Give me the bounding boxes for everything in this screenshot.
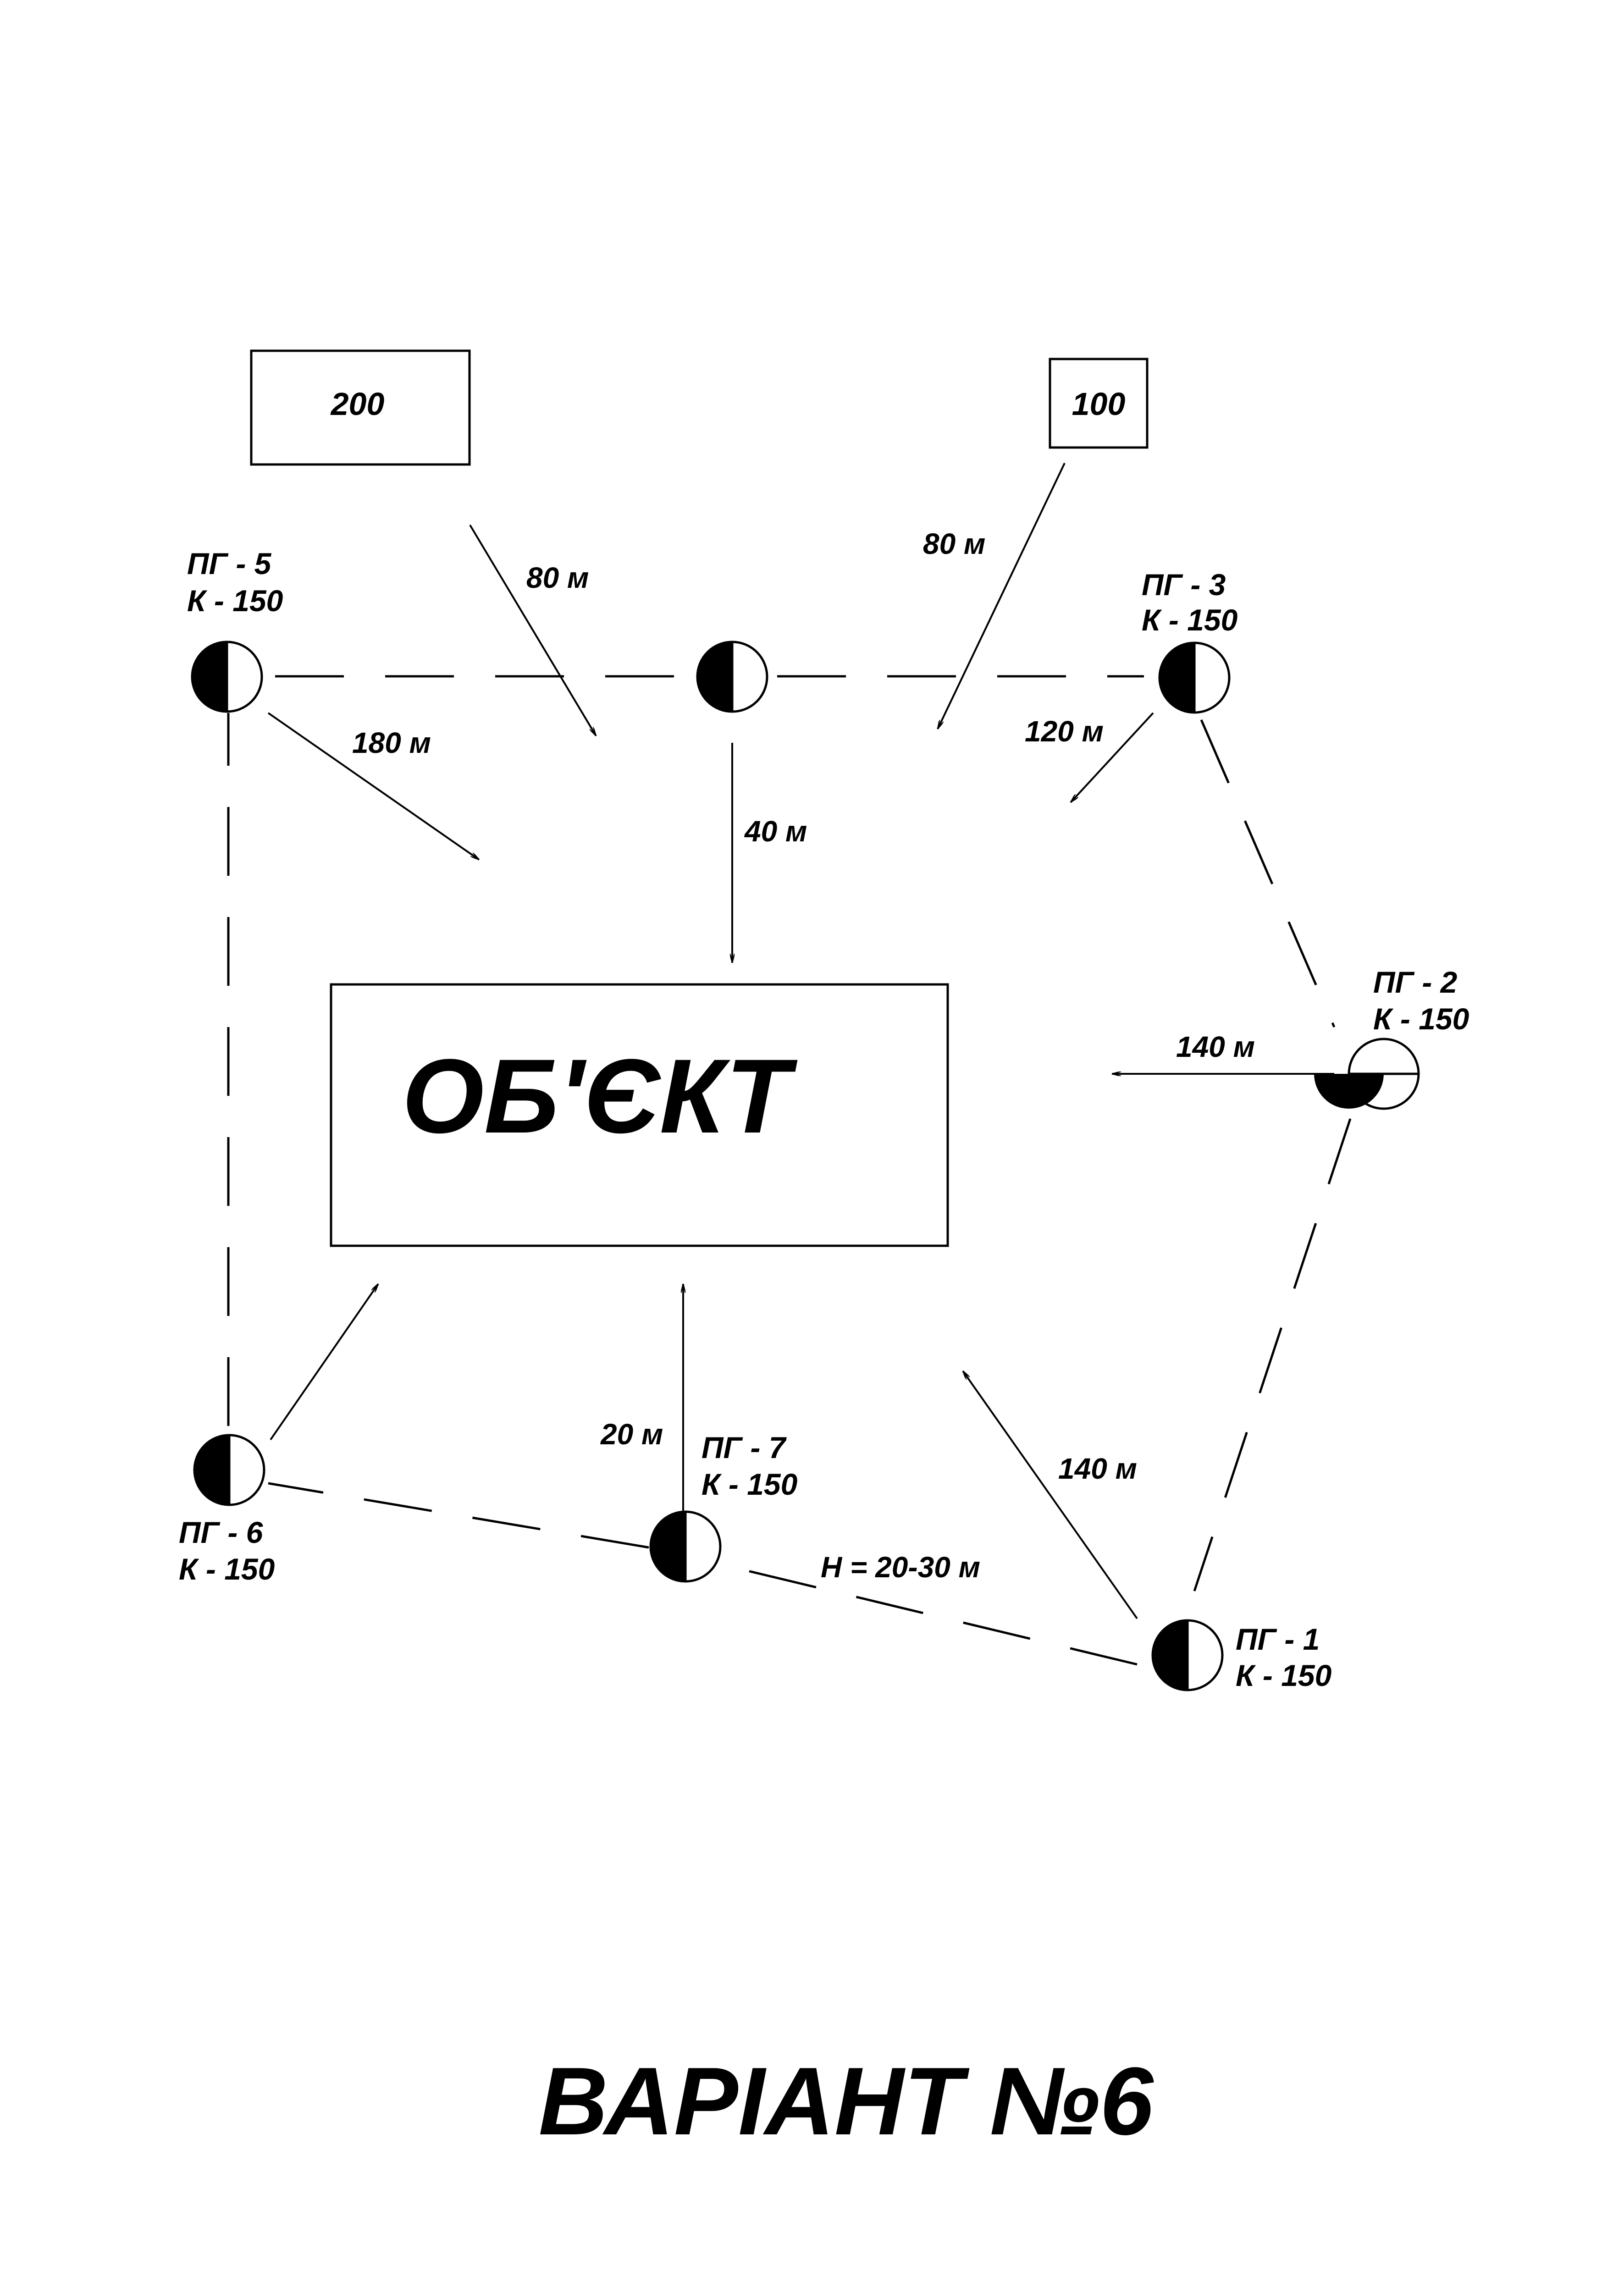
arrow-pg3 xyxy=(1070,712,1154,803)
main-pg7-pg6 xyxy=(268,1482,649,1549)
hydrant-label-pg5-capacity: К - 150 xyxy=(187,584,283,618)
hydrant-label-pg6-capacity: К - 150 xyxy=(179,1552,275,1586)
arrow-pg6 xyxy=(270,1283,379,1441)
hydrant-icon xyxy=(649,1510,722,1583)
hydrant-label-pg7-name: ПГ - 7 xyxy=(702,1431,787,1464)
hydrant-label-pg2-name: ПГ - 2 xyxy=(1373,965,1458,999)
hydrant-icon xyxy=(1151,1619,1224,1691)
water-main-network xyxy=(227,675,1352,1666)
arrow-pg1 xyxy=(962,1370,1138,1619)
main-pg3-pg2 xyxy=(1200,719,1336,1028)
distance-labels: 80 м 80 м 180 м 40 м 120 м 140 м 140 м 2… xyxy=(352,527,1255,1584)
distance-label-box200: 80 м xyxy=(526,561,589,594)
hydrant-pg6 xyxy=(193,1434,265,1506)
distance-label-pg3: 120 м xyxy=(1025,715,1104,748)
distance-label-pg5: 180 м xyxy=(352,726,431,759)
box-100-rect xyxy=(1049,358,1149,449)
box-200-label: 200 xyxy=(330,386,385,422)
hydrant-top-mid xyxy=(696,641,768,713)
hydrant-icon xyxy=(1158,641,1231,714)
arrow-pg5 xyxy=(267,712,480,861)
hydrant-pg5 xyxy=(191,641,263,713)
hydrant-label-pg2-capacity: К - 150 xyxy=(1373,1002,1469,1036)
object-label: ОБ'ЄКТ xyxy=(402,1037,798,1155)
object-building: ОБ'ЄКТ xyxy=(330,983,949,1247)
hydrant-label-pg1-name: ПГ - 1 xyxy=(1236,1622,1320,1656)
water-source-200: 200 xyxy=(250,349,471,466)
variant-title: ВАРІАНТ №6 xyxy=(538,2047,1154,2155)
box-100-label: 100 xyxy=(1072,386,1126,422)
arrow-box100 xyxy=(937,463,1066,729)
hydrant-pg2 xyxy=(1314,1038,1420,1110)
hydrant-pg1 xyxy=(1151,1619,1224,1691)
hydrant-pg3 xyxy=(1158,641,1231,714)
object-rect xyxy=(330,983,949,1247)
main-pg2-pg1 xyxy=(1193,1118,1352,1591)
arrow-box200 xyxy=(469,524,597,737)
distance-label-pg7: 20 м xyxy=(600,1418,663,1451)
distance-label-box100: 80 м xyxy=(923,527,985,560)
water-source-100: 100 xyxy=(1049,358,1149,449)
distance-label-pg2: 140 м xyxy=(1176,1030,1255,1063)
hydrant-label-pg5-name: ПГ - 5 xyxy=(187,547,272,580)
hydrant-label-pg3-name: ПГ - 3 xyxy=(1142,568,1226,602)
box-200-rect xyxy=(250,349,471,466)
hydrant-label-pg6-name: ПГ - 6 xyxy=(179,1515,264,1549)
hydrant-label-pg1-capacity: К - 150 xyxy=(1236,1658,1332,1692)
hydrant-icon xyxy=(1314,1038,1420,1110)
hydrant-label-pg7-capacity: К - 150 xyxy=(702,1467,798,1501)
depth-note: Н = 20-30 м xyxy=(821,1551,980,1584)
distance-arrows xyxy=(267,463,1334,1619)
distance-label-pg1: 140 м xyxy=(1058,1452,1137,1485)
main-pg1-pg7 xyxy=(726,1564,1138,1666)
hydrant-labels: ПГ - 5 К - 150 ПГ - 3 К - 150 ПГ - 2 К -… xyxy=(179,547,1469,1692)
distance-label-topmid: 40 м xyxy=(744,815,807,848)
hydrant-icon xyxy=(191,641,263,713)
hydrant-pg7 xyxy=(649,1510,722,1583)
hydrant-icon xyxy=(696,641,768,713)
hydrant-label-pg3-capacity: К - 150 xyxy=(1142,603,1238,637)
hydrant-icon xyxy=(193,1434,265,1506)
